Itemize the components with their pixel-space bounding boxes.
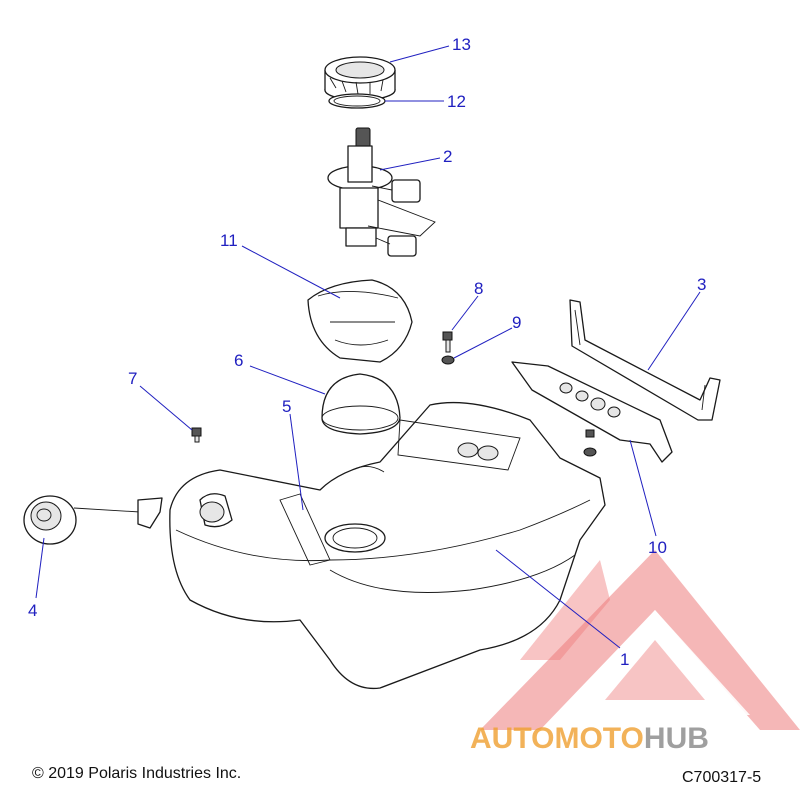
part-12-seal [328, 93, 386, 109]
part-3-strap [569, 299, 721, 421]
part-9-nut [441, 355, 455, 365]
part-4-fuel-cap [23, 495, 163, 545]
callout-2: 2 [443, 147, 452, 166]
callout-10: 10 [648, 538, 667, 557]
part-7-screw [191, 427, 202, 443]
callout-4: 4 [28, 601, 37, 620]
callout-1: 1 [620, 650, 629, 669]
part-2-fuel-pump [327, 127, 436, 257]
part-10-bracket [511, 361, 673, 463]
callout-5: 5 [282, 397, 291, 416]
watermark-brand: AUTOMOTOHUB [470, 722, 709, 755]
part-1-fuel-tank [169, 401, 606, 690]
watermark-brand-part1: AUTOMOTO [470, 722, 644, 755]
leader-lines [35, 45, 701, 649]
callout-9: 9 [512, 313, 521, 332]
part-6-dome [321, 373, 401, 435]
callout-8: 8 [474, 279, 483, 298]
watermark-brand-part2: HUB [644, 722, 709, 755]
callout-6: 6 [234, 351, 243, 370]
callout-7: 7 [128, 369, 137, 388]
callouts: 13 12 2 11 3 8 9 6 7 5 4 10 1 [28, 35, 706, 669]
callout-3: 3 [697, 275, 706, 294]
copyright-text: © 2019 Polaris Industries Inc. [32, 765, 241, 782]
part-8-bolt [442, 331, 453, 353]
drawing-code: C700317-5 [682, 769, 761, 786]
watermark-logo [480, 550, 800, 730]
callout-13: 13 [452, 35, 471, 54]
callout-12: 12 [447, 92, 466, 111]
callout-11: 11 [220, 231, 238, 250]
part-11-cover [307, 279, 413, 363]
